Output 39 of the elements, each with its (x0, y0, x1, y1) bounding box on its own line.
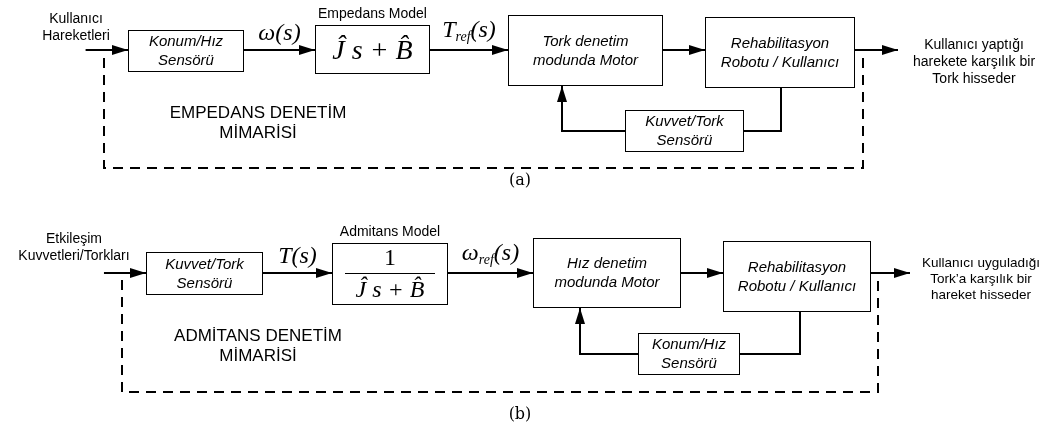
arrow (557, 85, 626, 132)
process-block: Konum/Hız Sensörü (638, 333, 740, 375)
signal-text: Etkileşim Kuvvetleri/Torkları (4, 230, 144, 273)
edge-label: T(s) (276, 243, 319, 267)
block-title: Empedans Model (318, 5, 427, 21)
panel-label: (a) (508, 170, 532, 190)
block-title: Admitans Model (339, 223, 441, 239)
architecture-label: ADMİTANS DENETİM MİMARİSİ (173, 326, 343, 367)
process-block: Kuvvet/Tork Sensörü (625, 110, 744, 152)
arrow (429, 45, 509, 55)
architecture-label: EMPEDANS DENETİM MİMARİSİ (168, 103, 348, 144)
connector-line (739, 311, 801, 355)
process-block: Rehabilitasyon Robotu / Kullanıcı (705, 17, 855, 88)
signal-text: Kullanıcı uyguladığı Tork’a karşılık bir hareket hisseder (910, 255, 1052, 309)
numerator: 1 (345, 244, 435, 274)
arrow (854, 45, 899, 55)
signal-text: Kullanıcı Hareketleri (28, 10, 124, 50)
arrow (662, 45, 706, 55)
process-block: Kuvvet/Tork Sensörü (146, 252, 263, 295)
edge-label: ω$_{ref}$(s) (459, 240, 522, 267)
arrow (262, 268, 333, 278)
arrow (680, 268, 724, 278)
edge-label: ω(s) (256, 20, 303, 44)
transfer-function-block: Ĵ s + B̂ (315, 25, 430, 74)
panel-label: (b) (507, 404, 533, 424)
arrow (447, 268, 534, 278)
arrow (243, 45, 316, 55)
signal-text: Kullanıcı yaptığı harekete karşılık bir Tork hisseder (898, 36, 1050, 94)
process-block: Hız denetim modunda Motor (533, 238, 681, 308)
process-block: Tork denetim modunda Motor (508, 15, 663, 86)
arrow (575, 307, 639, 355)
process-block: Rehabilitasyon Robotu / Kullanıcı (723, 241, 871, 312)
edge-label: T$_{ref}$(s) (440, 17, 498, 44)
arrow (84, 45, 129, 55)
process-block: Konum/Hız Sensörü (128, 30, 244, 72)
arrow (102, 268, 147, 278)
denominator: Ĵ s + B̂ (355, 274, 425, 304)
connector-line (743, 87, 782, 132)
arrow (870, 268, 911, 278)
